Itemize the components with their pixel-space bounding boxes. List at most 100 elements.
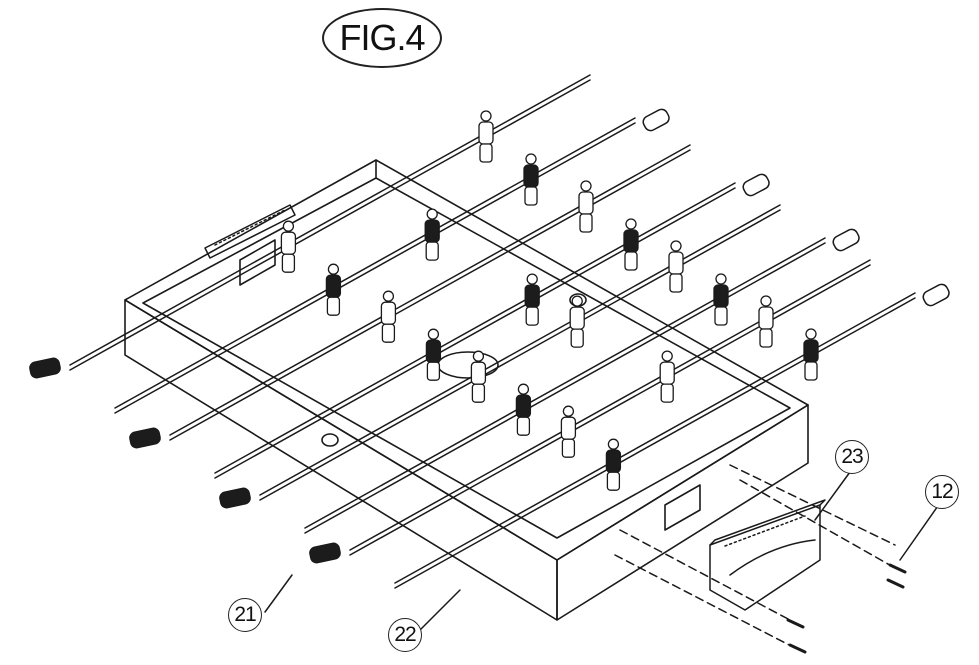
player-figure (623, 218, 639, 271)
center-circle (437, 351, 499, 379)
rod (114, 122, 636, 414)
player-legs (426, 361, 441, 381)
player-body (380, 301, 397, 325)
player-head (517, 383, 530, 395)
player-legs (525, 306, 539, 326)
player-figure (425, 328, 442, 381)
player-legs (624, 251, 638, 271)
rod (394, 297, 916, 589)
player-figure (424, 208, 440, 261)
score-counter-right (709, 499, 826, 611)
bumpers-group (29, 357, 341, 564)
player-head (760, 295, 772, 307)
player-body (560, 416, 577, 440)
rod-end-cap (742, 173, 770, 197)
rod (169, 149, 691, 441)
table-left-side (124, 299, 558, 621)
rod-end-cap (922, 283, 950, 307)
rod (349, 264, 871, 556)
player-legs (804, 361, 818, 381)
rod-edge (214, 182, 736, 474)
player-figure (578, 180, 594, 233)
handle-grip (309, 542, 341, 564)
player-body (758, 306, 774, 330)
player-head (382, 290, 395, 302)
rod-edge (349, 259, 871, 551)
goal-slot (664, 484, 701, 531)
rod-edge (69, 74, 591, 366)
rod-edge (169, 144, 691, 436)
figure-title: FIG.4 (339, 17, 425, 58)
player-figure (325, 263, 342, 316)
rod-edge (304, 237, 826, 529)
player-figure (569, 295, 585, 348)
rods-group (69, 74, 950, 589)
rod-end-cap (642, 108, 670, 132)
player-head (327, 263, 340, 275)
player-legs (606, 471, 621, 491)
callout-12: 12 (925, 475, 959, 509)
player-legs (425, 241, 439, 261)
player-body (470, 361, 487, 385)
player-figure (478, 110, 494, 163)
goal-slot (239, 239, 276, 286)
player-body (605, 449, 622, 473)
figure-title-oval (322, 8, 442, 68)
rod-end-cap (832, 228, 860, 252)
player-legs (714, 306, 728, 326)
player-body (713, 284, 729, 308)
screw (886, 578, 905, 589)
player-body (478, 121, 494, 145)
player-body (280, 231, 297, 255)
table-inner-rim (142, 177, 791, 539)
player-figure (380, 290, 397, 343)
player-body (578, 191, 594, 215)
player-figure (668, 240, 684, 293)
player-body (569, 306, 585, 330)
handle-grip (29, 357, 61, 379)
player-head (580, 180, 592, 192)
players-group (280, 110, 819, 491)
player-body (515, 394, 532, 418)
player-body (424, 219, 440, 243)
player-head (562, 405, 575, 417)
player-legs (579, 213, 593, 233)
player-figure (605, 438, 622, 491)
player-head (427, 328, 440, 340)
player-body (325, 274, 342, 298)
player-body (659, 361, 675, 385)
player-figure (470, 350, 487, 403)
player-head (661, 350, 673, 362)
screw (786, 618, 805, 629)
rod (259, 209, 781, 501)
player-figure (659, 350, 675, 403)
player-head (625, 218, 637, 230)
player-body (623, 229, 639, 253)
player-head (426, 208, 438, 220)
player-head (525, 153, 537, 165)
player-legs (516, 416, 531, 436)
player-legs (570, 328, 584, 348)
player-figure (560, 405, 577, 458)
callout-23: 23 (835, 440, 869, 474)
player-legs (759, 328, 773, 348)
ball-hole (321, 433, 339, 447)
player-head (607, 438, 620, 450)
screw (888, 563, 907, 574)
player-head (805, 328, 817, 340)
player-body (668, 251, 684, 275)
player-body (524, 284, 540, 308)
rod (214, 187, 736, 479)
rod-edge (114, 117, 636, 409)
callout-21: 21 (228, 598, 262, 632)
player-body (803, 339, 819, 363)
rod (304, 242, 826, 534)
player-figure (758, 295, 774, 348)
player-legs (660, 383, 674, 403)
handle-grip (129, 427, 161, 449)
score-counter-back (204, 204, 296, 259)
player-body (523, 164, 539, 188)
player-figure (523, 153, 539, 206)
